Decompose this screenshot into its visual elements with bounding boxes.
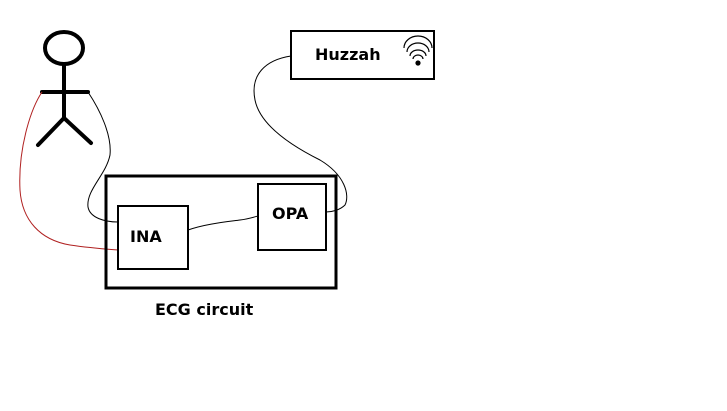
ecg-circuit-node: ECG circuit [104,174,338,319]
ecg-circuit-label: ECG circuit [155,300,254,319]
opa-label: OPA [272,204,309,223]
electrode-wire-black [87,91,119,223]
huzzah-to-ecg-wire [253,55,348,213]
ina-box [117,205,189,270]
ina-to-opa-wire [187,215,259,231]
electrode-wire-red [19,91,119,251]
wifi-icon [403,35,433,66]
opa-node: OPA [257,183,327,251]
huzzah-node: Huzzah [290,30,435,80]
stick-figure-icon [36,30,93,147]
ina-node: INA [117,205,189,270]
ina-label: INA [130,227,162,246]
opa-box [257,183,327,251]
ecg-circuit-box [104,174,338,290]
huzzah-label: Huzzah [315,45,381,64]
